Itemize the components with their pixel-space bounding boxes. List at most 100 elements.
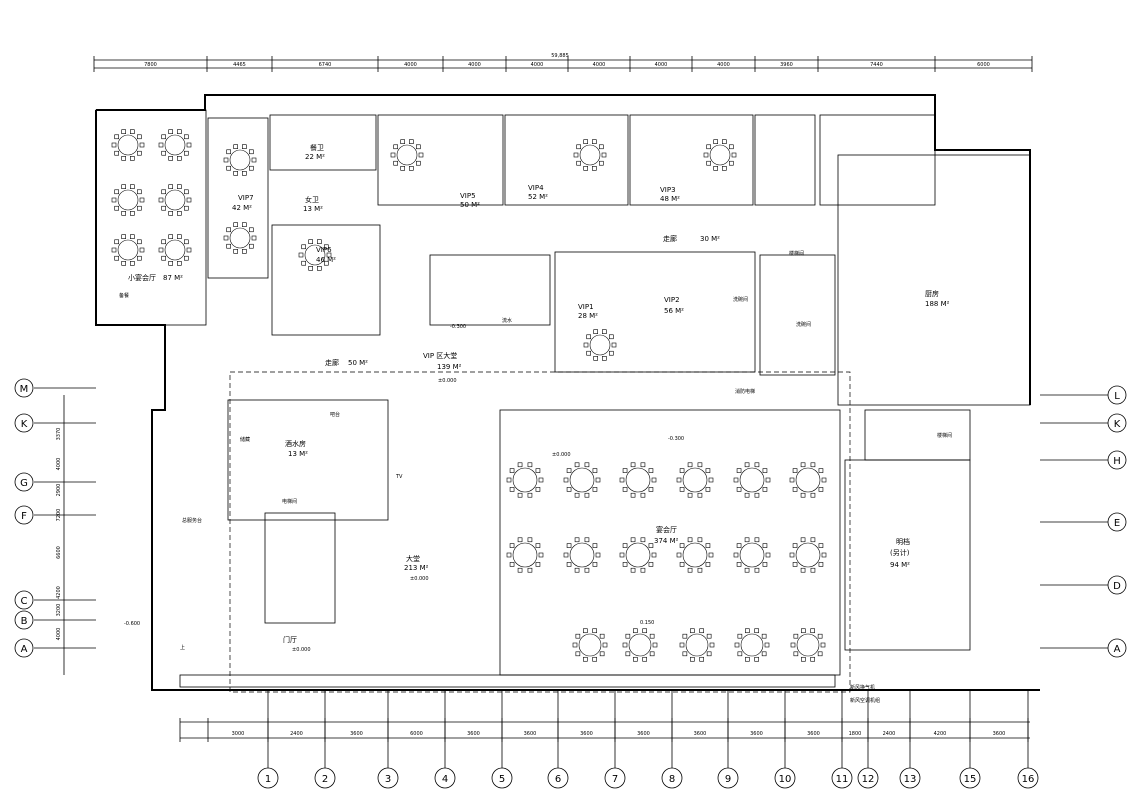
round-table <box>790 628 826 662</box>
level-label: ±0.000 <box>410 576 429 582</box>
round-table <box>733 537 771 573</box>
axis-bubble <box>14 505 34 525</box>
corridor-mid-area: 50 M² <box>348 359 368 367</box>
dimension-label: 4000 <box>404 62 417 68</box>
axis-bubble <box>1107 385 1127 405</box>
vip3-name: VIP3 <box>660 186 676 194</box>
banquet-area: 374 M² <box>654 537 679 545</box>
stairs-label: 楼梯间 <box>937 432 952 439</box>
axis-bubble <box>547 767 569 789</box>
level-label: -0.300 <box>668 436 684 442</box>
column-axis-label: 16 <box>1022 774 1035 785</box>
row-axis-label: G <box>20 478 28 489</box>
dining-tables <box>111 129 827 662</box>
axis-bubble <box>257 767 279 789</box>
round-table <box>703 139 737 171</box>
axis-bubble <box>857 767 879 789</box>
round-table <box>390 139 424 171</box>
room-labels: 小宴会厅 87 M² VIP7 42 M² 餐卫 22 M² 女卫 13 M² … <box>128 143 950 644</box>
dimension-label: 3600 <box>350 731 363 737</box>
kitchen-big-area: 188 M² <box>925 300 950 308</box>
axis-bubble <box>1107 512 1127 532</box>
dimension-label: 6000 <box>977 62 990 68</box>
round-table <box>111 234 145 266</box>
dimension-label: 3600 <box>694 731 707 737</box>
dimension-label: 2900 <box>56 484 62 497</box>
axis-bubble <box>1107 413 1127 433</box>
corridor-mid-name: 走廊 <box>325 358 339 367</box>
small-banquet-name: 小宴会厅 <box>128 273 156 282</box>
dimension-label: 3600 <box>580 731 593 737</box>
row-axis-label: A <box>1114 644 1121 655</box>
round-table <box>506 537 544 573</box>
level-label: -0.600 <box>124 621 140 627</box>
dimension-label: 3960 <box>780 62 793 68</box>
dimension-label: 4000 <box>468 62 481 68</box>
axis-bubble <box>831 767 853 789</box>
round-table <box>676 462 714 498</box>
column-axis-label: 15 <box>964 774 977 785</box>
round-table <box>676 537 714 573</box>
dimension-label: 7200 <box>56 509 62 522</box>
vip-lobby-area: 139 M² <box>437 363 462 371</box>
round-table <box>298 239 332 271</box>
dimension-label: 2400 <box>290 731 303 737</box>
axis-bubble <box>14 638 34 658</box>
round-table <box>563 462 601 498</box>
axis-bubble <box>717 767 739 789</box>
column-axis-label: 12 <box>862 774 875 785</box>
axis-bubble <box>14 610 34 630</box>
round-table <box>789 462 827 498</box>
vip3-area: 48 M² <box>660 195 680 203</box>
water-feature-label: 流水 <box>502 317 512 324</box>
storage-label: 备餐 <box>119 292 129 299</box>
round-table <box>563 537 601 573</box>
level-label: ±0.000 <box>438 378 457 384</box>
axis-bubble <box>314 767 336 789</box>
dimension-label: 6740 <box>319 62 332 68</box>
axis-bubble <box>491 767 513 789</box>
bright-room-name: 明档 <box>896 537 910 546</box>
small-banquet-area: 87 M² <box>163 274 183 282</box>
dimension-label: 2400 <box>883 731 896 737</box>
dimension-label: 3000 <box>232 731 245 737</box>
kitchen-big-name: 厨房 <box>925 289 939 298</box>
round-table <box>223 144 257 176</box>
lobby-name: 大堂 <box>406 554 420 563</box>
round-table <box>158 129 192 161</box>
elevator-label: 电梯间 <box>282 498 297 505</box>
vip1-area: 28 M² <box>578 312 598 320</box>
vip4-name: VIP4 <box>528 184 544 192</box>
wash-room-label: 洗碗间 <box>796 321 811 328</box>
dimension-label: 3600 <box>637 731 650 737</box>
vip6-name: VIP6 <box>316 246 332 254</box>
round-table <box>619 537 657 573</box>
column-axis-label: 11 <box>836 774 849 785</box>
outer-walls <box>95 94 1040 693</box>
vip4-area: 52 M² <box>528 193 548 201</box>
round-table <box>622 628 658 662</box>
axis-bubble <box>14 472 34 492</box>
axis-bubble <box>377 767 399 789</box>
dimension-label: 7800 <box>144 62 157 68</box>
wine-room-area: 13 M² <box>288 450 308 458</box>
row-axis-label: M <box>20 384 29 395</box>
fire-exit-label: 消防电梯 <box>735 388 755 395</box>
level-label: ±0.000 <box>292 647 311 653</box>
dimension-label: 4000 <box>717 62 730 68</box>
legend-item: 新风空调机组 <box>850 697 880 704</box>
misc-labels: ±0.000 ±0.000 ±0.000 ±0.000 -0.300 -0.30… <box>119 250 952 704</box>
row-axis-label: K <box>1114 419 1121 430</box>
vip6-area: 46 M² <box>316 256 336 264</box>
dimension-label: 4000 <box>56 628 62 641</box>
round-table <box>158 234 192 266</box>
round-table <box>111 129 145 161</box>
bright-room-note: (另计) <box>890 548 910 557</box>
axis-bubble <box>899 767 921 789</box>
